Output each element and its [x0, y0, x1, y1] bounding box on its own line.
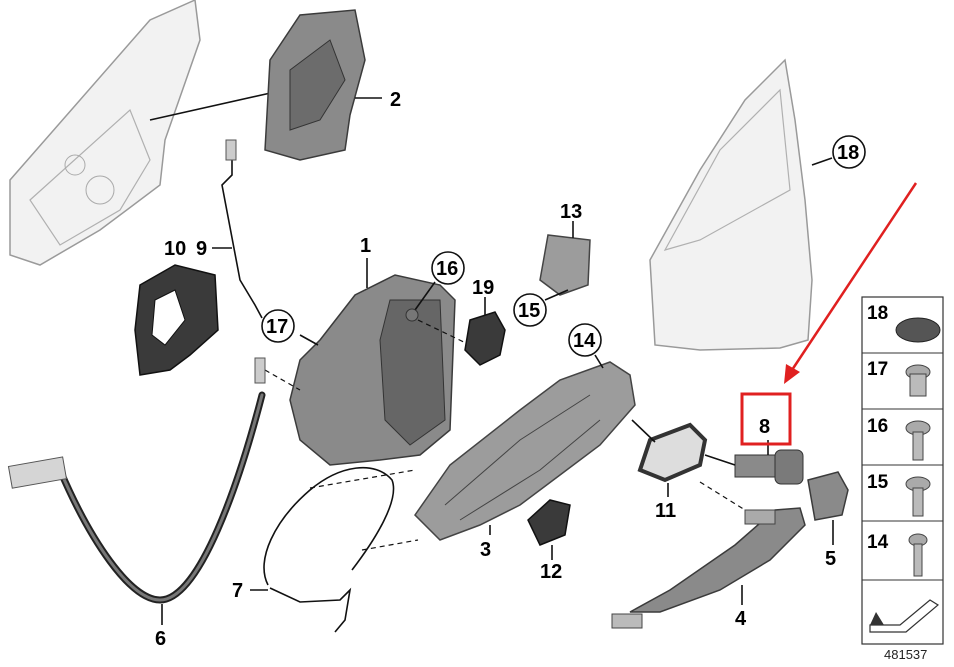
highlight-arrow	[788, 182, 918, 374]
reference-number: 481537	[884, 647, 927, 662]
part-19-clip	[464, 311, 506, 366]
callout-13: 13	[560, 201, 582, 223]
panel-item-17-label: 17	[867, 359, 888, 380]
panel-item-14-label: 14	[867, 532, 889, 553]
callout-16: 16	[436, 258, 458, 280]
leader-line	[811, 157, 833, 166]
fasteners-panel: 18 17 16 15 14	[861, 296, 944, 645]
orientation-arrow-icon	[869, 599, 940, 633]
expanding-rivet-icon	[905, 364, 931, 397]
callout-15: 15	[518, 300, 540, 322]
panel-item-16-label: 16	[867, 416, 888, 437]
leader-line	[264, 369, 301, 391]
panel-item-18-label: 18	[867, 303, 888, 324]
callout-5: 5	[825, 548, 836, 570]
callout-10: 10	[164, 238, 186, 260]
callout-11: 11	[655, 500, 676, 522]
part-10-bracket	[134, 264, 219, 376]
part-13-striker	[539, 234, 591, 296]
callout-7: 7	[232, 580, 243, 602]
callout-14: 14	[573, 330, 596, 352]
callout-8: 8	[759, 416, 770, 438]
panel-item-15-label: 15	[867, 472, 889, 493]
callout-3: 3	[480, 539, 491, 561]
leader-line	[149, 91, 276, 121]
callout-12: 12	[540, 561, 562, 583]
leader-line	[699, 481, 746, 511]
callout-9: 9	[196, 238, 207, 260]
part-1-door-lock	[289, 274, 456, 466]
leader-line	[417, 319, 471, 346]
highlight-box	[740, 392, 792, 446]
part-7-bowden-cable	[263, 466, 395, 586]
callout-17: 17	[266, 316, 288, 338]
callout-labels: 1 2 3 4 5 6 7 8 9 10 11 12 13 19 14 15 1…	[155, 89, 866, 650]
hex-bolt-icon	[908, 533, 928, 577]
part-18-door-shell	[649, 58, 813, 351]
leader-line	[594, 354, 604, 369]
callout-19: 19	[472, 277, 494, 299]
leader-line	[544, 289, 569, 301]
plug-cap-icon	[895, 317, 941, 343]
door-inner-panel	[9, 0, 201, 266]
part-9-lock-rod	[221, 145, 263, 319]
part-11-gasket	[637, 422, 708, 483]
leader-line	[361, 539, 419, 551]
callout-6: 6	[155, 628, 166, 650]
callout-2: 2	[390, 89, 401, 111]
leader-line	[631, 419, 656, 443]
part-5-end-cap	[807, 471, 849, 521]
callout-4: 4	[735, 608, 747, 630]
callout-1: 1	[360, 235, 371, 257]
part-4-door-handle	[611, 507, 806, 629]
part-2-door-module	[264, 9, 366, 161]
callout-18: 18	[837, 142, 859, 164]
part-3-handle-carrier	[414, 361, 636, 541]
torx-bolt-icon	[905, 420, 931, 461]
part-12-cover	[527, 499, 571, 546]
part-8-lock-cylinder	[704, 449, 804, 485]
leader-line	[299, 334, 319, 346]
leader-line	[414, 281, 436, 311]
countersunk-screw-icon	[905, 476, 931, 517]
